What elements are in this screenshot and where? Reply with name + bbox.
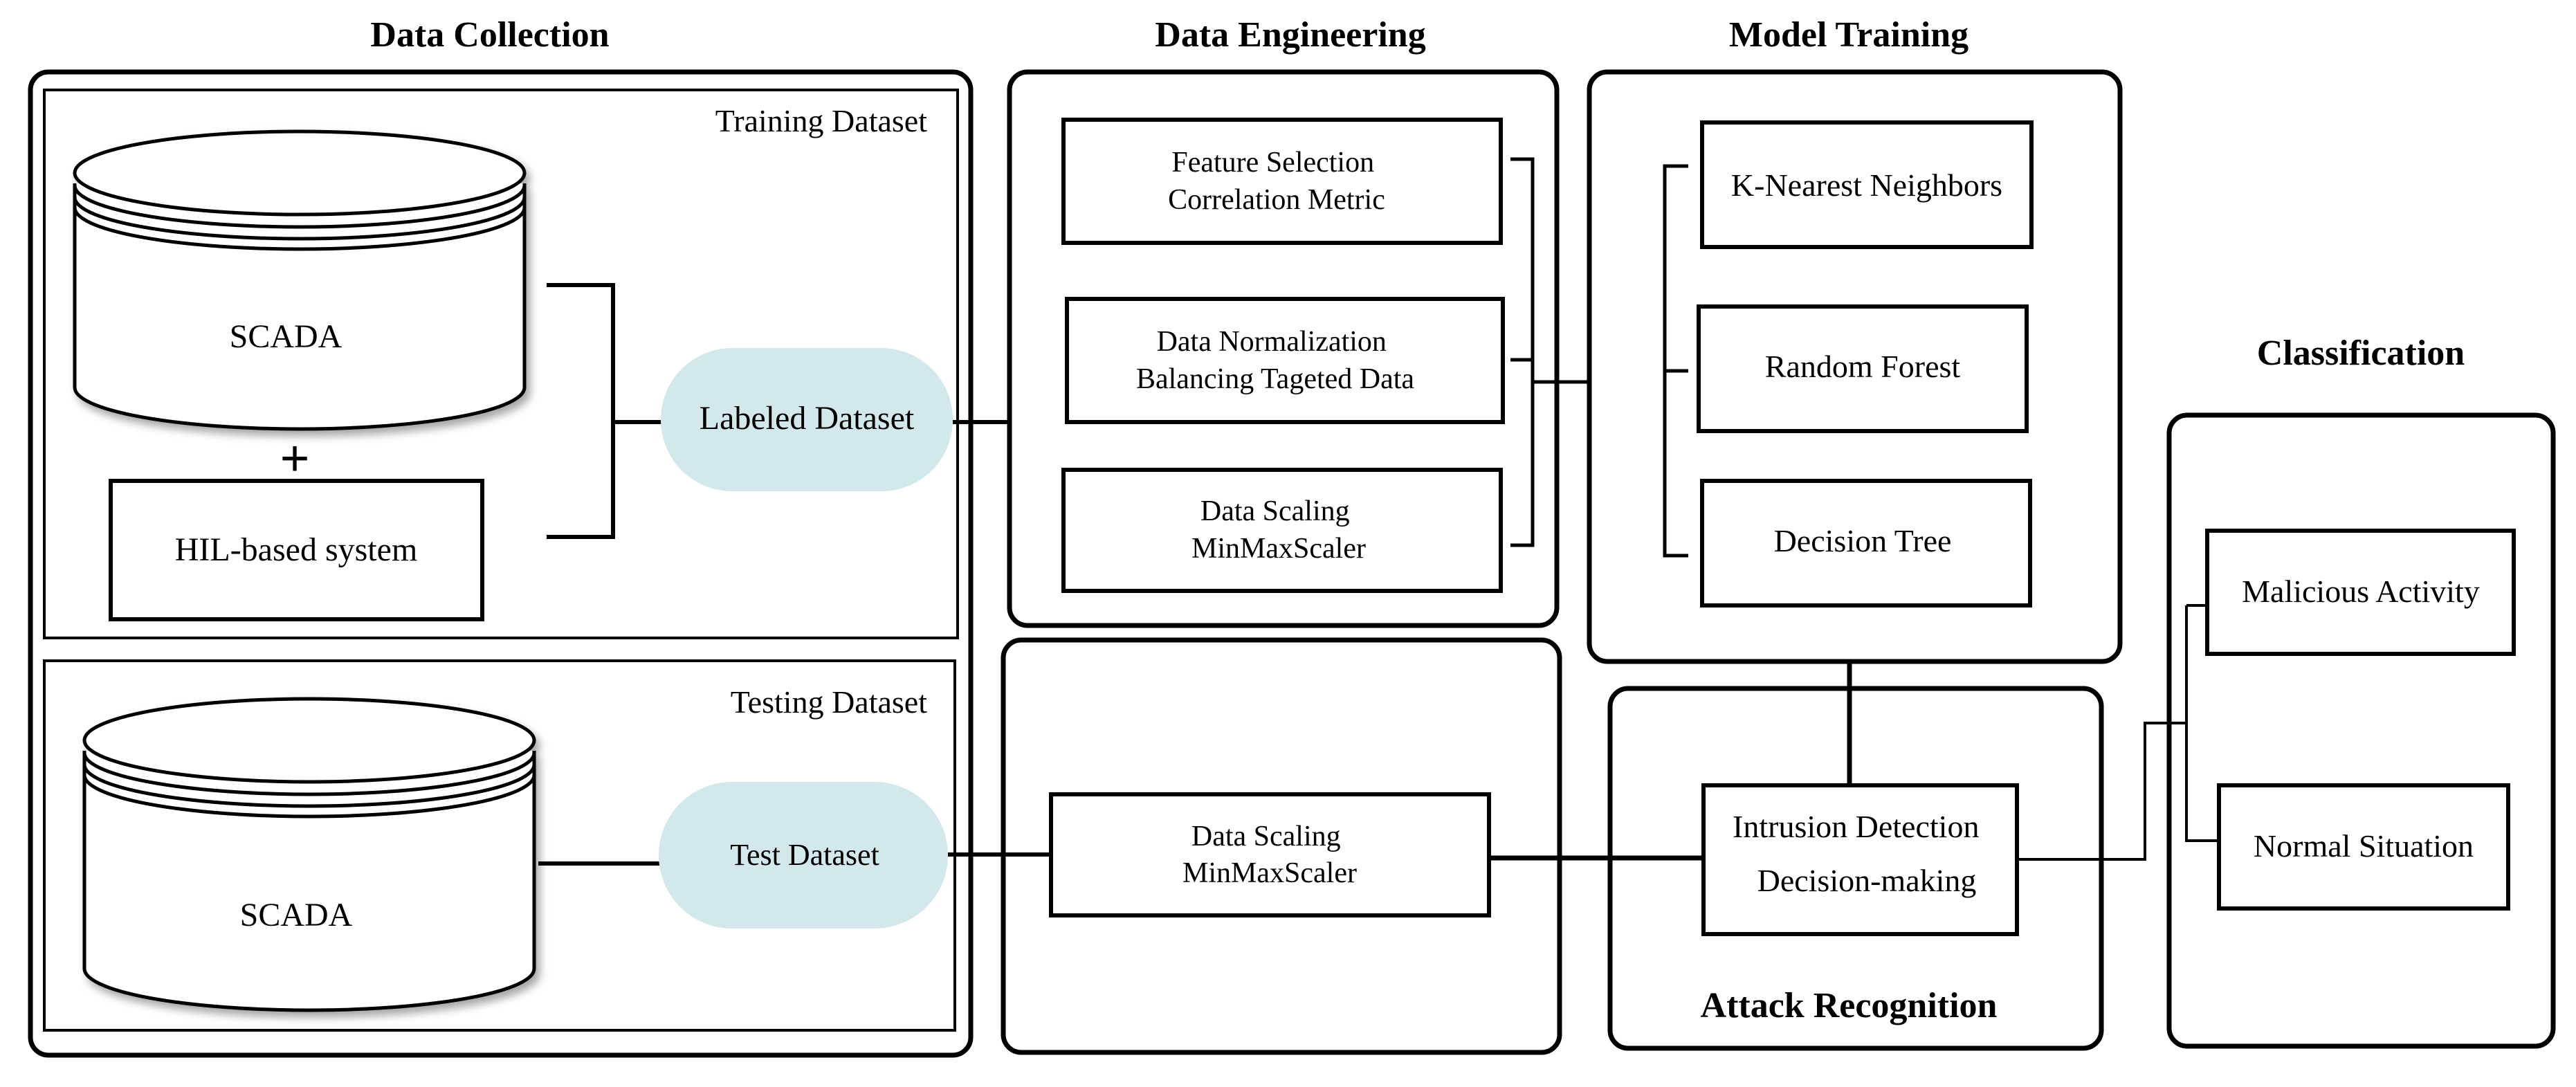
- feature-selection-line-1: Feature Selection: [1171, 147, 1374, 179]
- normalization-label: Data Normalization Balancing Tageted Dat…: [1136, 326, 1414, 395]
- labeled-dataset-pill: [661, 348, 953, 491]
- scaling-testing-line-2: MinMaxScaler: [1182, 857, 1357, 889]
- scada-database-testing: [82, 697, 536, 1012]
- knn-box: [1700, 120, 2034, 249]
- training-dataset-label: Training Dataset: [715, 103, 927, 138]
- classification-frame: [2166, 412, 2556, 1049]
- attack-recognition-frame: [1607, 686, 2104, 1051]
- title-model-training: Model Training: [1729, 15, 1968, 55]
- data-engineering-training-frame: [1007, 69, 1560, 628]
- malicious-activity-box: [2205, 529, 2516, 656]
- scaling-training-label: Data Scaling MinMaxScaler: [1191, 495, 1366, 565]
- random-forest-box: [1697, 304, 2029, 433]
- testing-dataset-label: Testing Dataset: [731, 684, 927, 720]
- scada-label-testing: SCADA: [240, 897, 353, 933]
- engineering-bracket: [1510, 157, 1590, 547]
- testing-dataset-box: [43, 659, 956, 1032]
- models-bracket: [1663, 164, 1688, 558]
- intrusion-detection-box: [1701, 783, 2019, 936]
- scaling-training-line-2: MinMaxScaler: [1191, 533, 1366, 565]
- data-engineering-testing-frame: [1001, 637, 1562, 1055]
- title-data-engineering: Data Engineering: [1155, 15, 1425, 55]
- labeled-dataset-label: Labeled Dataset: [700, 400, 915, 437]
- decision-tree-label: Decision Tree: [1774, 523, 1952, 558]
- detection-to-classification-line: [2017, 604, 2221, 861]
- test-dataset-pill: [659, 782, 948, 929]
- feature-selection-label: Feature Selection Correlation Metric: [1168, 147, 1385, 216]
- intrusion-detection-line-1: Intrusion Detection: [1733, 809, 1979, 844]
- feature-selection-box: [1061, 118, 1503, 245]
- scaling-testing-line-1: Data Scaling: [1191, 821, 1341, 852]
- model-training-frame: [1587, 69, 2123, 664]
- scaling-testing-box: [1049, 792, 1491, 917]
- scaling-training-box: [1061, 468, 1503, 593]
- merge-bracket: [547, 283, 664, 539]
- intrusion-detection-line-2: Decision-making: [1757, 863, 1977, 898]
- plus-icon: +: [280, 430, 309, 488]
- knn-label: K-Nearest Neighbors: [1731, 167, 2002, 203]
- scada-database-training: [73, 129, 527, 431]
- title-classification: Classification: [2257, 334, 2465, 373]
- malicious-activity-label: Malicious Activity: [2242, 574, 2480, 609]
- title-attack-recognition: Attack Recognition: [1701, 986, 1998, 1025]
- test-dataset-label: Test Dataset: [730, 838, 879, 872]
- normalization-box: [1065, 297, 1505, 424]
- intrusion-detection-label: Intrusion Detection Decision-making: [1733, 809, 1987, 898]
- normalization-line-1: Data Normalization: [1157, 326, 1387, 358]
- hil-system-label: HIL-based system: [175, 531, 418, 568]
- normal-situation-label: Normal Situation: [2254, 828, 2474, 864]
- normalization-line-2: Balancing Tageted Data: [1136, 363, 1414, 395]
- random-forest-label: Random Forest: [1765, 349, 1961, 384]
- title-data-collection: Data Collection: [370, 15, 609, 55]
- data-collection-frame: [28, 69, 974, 1058]
- scaling-testing-label: Data Scaling MinMaxScaler: [1182, 821, 1357, 889]
- hil-system-box: [109, 479, 484, 621]
- training-dataset-box: [43, 89, 959, 639]
- scaling-training-line-1: Data Scaling: [1200, 495, 1350, 527]
- feature-selection-line-2: Correlation Metric: [1168, 184, 1385, 216]
- normal-situation-box: [2217, 783, 2510, 911]
- scada-label-training: SCADA: [230, 318, 342, 355]
- decision-tree-box: [1700, 479, 2032, 608]
